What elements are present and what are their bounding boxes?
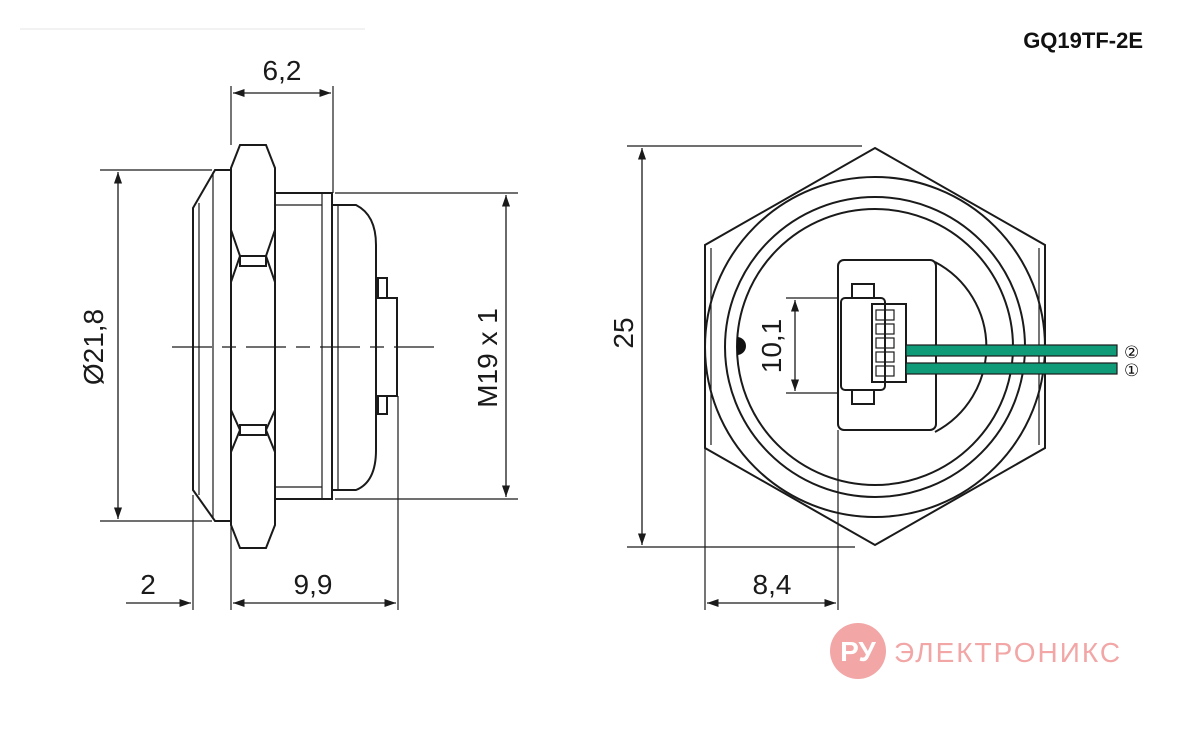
hex-nut [230, 144, 276, 549]
wire-1 [905, 362, 1118, 375]
model-title: GQ19TF-2E [1023, 28, 1143, 53]
rear-view: ② ① 25 10,1 8,4 [608, 145, 1139, 610]
dim-width-top: 6,2 [263, 55, 302, 86]
dim-diameter: Ø21,8 [78, 309, 109, 385]
dim-connector: 10,1 [756, 319, 787, 374]
hex-outline [704, 146, 1046, 547]
dim-body-length: 9,9 [294, 569, 333, 600]
dim-thread: M19 x 1 [472, 308, 503, 408]
pin-1-label: ① [1124, 361, 1139, 381]
pin-2-label: ② [1124, 343, 1139, 363]
thread-body [274, 192, 333, 500]
connector-plug [871, 303, 907, 383]
logo-wordmark: ЭЛЕКТРОНИКС [894, 637, 1122, 668]
logo-mark: РУ [840, 636, 876, 667]
dim-bezel-depth: 2 [140, 569, 156, 600]
dim-height: 25 [608, 317, 639, 348]
company-logo: РУ ЭЛЕКТРОНИКС [830, 623, 1122, 679]
dim-offset: 8,4 [753, 569, 792, 600]
wire-2 [905, 344, 1118, 357]
rear-cap [331, 204, 377, 491]
logo-badge [830, 623, 886, 679]
side-view: 6,2 Ø21,8 M19 x 1 2 9,9 [78, 55, 518, 610]
alignment-notch [737, 337, 746, 355]
